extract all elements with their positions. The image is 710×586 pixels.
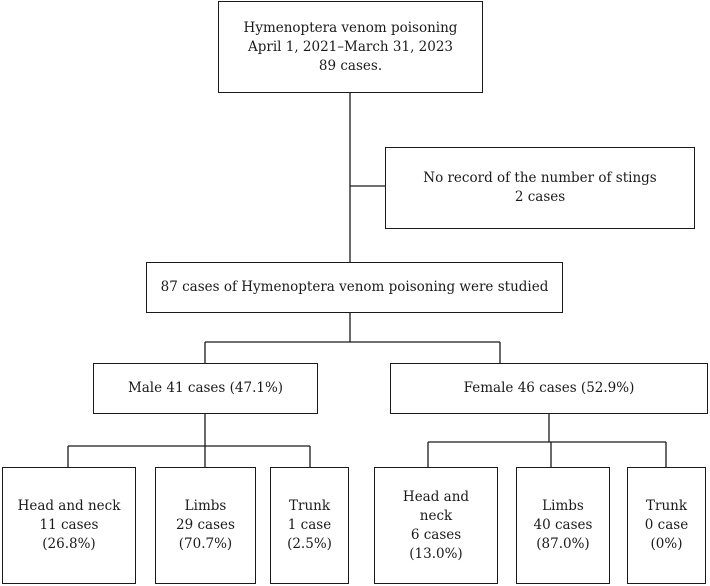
root-cases: 89 cases. [318, 57, 383, 74]
male-site-head-neck: Head and neck 11 cases (26.8%) [2, 467, 136, 584]
root-title: Hymenoptera venom poisoning [243, 19, 458, 36]
excluded-node: No record of the number of stings 2 case… [385, 147, 695, 229]
site-line: 29 cases [176, 517, 235, 533]
male-site-limbs: Limbs 29 cases (70.7%) [155, 467, 256, 584]
site-line: 6 cases [410, 526, 462, 543]
studied-node: 87 cases of Hymenoptera venom poisoning … [146, 262, 563, 313]
site-line: Head and [402, 488, 470, 505]
studied-label: 87 cases of Hymenoptera venom poisoning … [160, 279, 549, 295]
site-line: Trunk [288, 498, 331, 514]
site-line: Trunk [645, 498, 688, 514]
excluded-cases: 2 cases [514, 189, 566, 205]
site-line: Limbs [542, 498, 584, 514]
female-site-limbs: Limbs 40 cases (87.0%) [516, 467, 610, 584]
root-period: April 1, 2021–March 31, 2023 [247, 38, 454, 55]
site-line: (13.0%) [409, 545, 463, 562]
excluded-label: No record of the number of stings [423, 170, 657, 186]
male-label: Male 41 cases (47.1%) [127, 380, 284, 396]
site-line: Limbs [184, 498, 227, 514]
site-line: neck [419, 507, 453, 524]
female-site-trunk: Trunk 0 case (0%) [627, 467, 706, 584]
female-node: Female 46 cases (52.9%) [390, 363, 708, 414]
site-line: Head and neck [17, 498, 121, 514]
site-line: 0 case [644, 517, 689, 533]
site-line: (0%) [650, 536, 683, 552]
site-line: 40 cases [533, 517, 593, 533]
site-line: 11 cases [39, 517, 99, 533]
root-node: Hymenoptera venom poisoning April 1, 202… [218, 1, 483, 93]
male-node: Male 41 cases (47.1%) [93, 363, 318, 414]
male-site-trunk: Trunk 1 case (2.5%) [270, 467, 349, 584]
site-line: (70.7%) [178, 536, 233, 552]
female-site-head-neck: Head and neck 6 cases (13.0%) [374, 467, 498, 584]
site-line: 1 case [287, 517, 332, 533]
site-line: (2.5%) [287, 536, 332, 552]
site-line: (87.0%) [536, 536, 590, 552]
site-line: (26.8%) [42, 536, 96, 552]
female-label: Female 46 cases (52.9%) [463, 380, 635, 396]
